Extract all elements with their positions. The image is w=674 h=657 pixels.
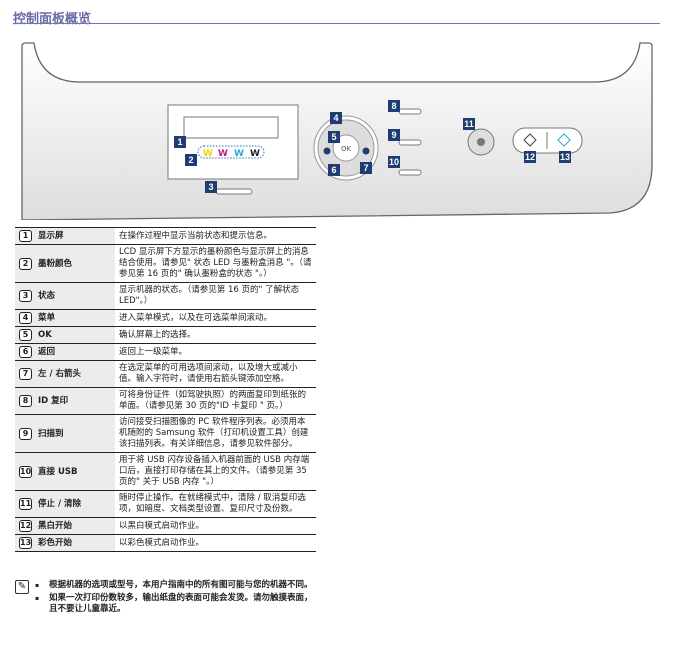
badge-4: 4 <box>330 112 342 124</box>
badge-11: 11 <box>463 118 475 130</box>
table-row: 7 左 / 右箭头 在选定菜单的可用选项间滚动，以及增大或减小值。输入字符时，请使用… <box>15 360 316 388</box>
table-row: 3 状态 显示机器的状态。（请参见第 16 页的" 了解状态 LED"。） <box>15 282 316 310</box>
row-number: 1 <box>19 230 32 242</box>
row-label-cell: 13 彩色开始 <box>15 534 115 552</box>
row-number: 6 <box>19 346 32 358</box>
row-label: ID 复印 <box>38 396 69 406</box>
note-item: 根据机器的选项或型号，本用户指南中的所有图可能与您的机器不同。 <box>35 580 315 591</box>
row-number: 3 <box>19 290 32 302</box>
row-description: 在选定菜单的可用选项间滚动，以及增大或减小值。输入字符时，请使用右箭头键添加空格… <box>115 360 316 388</box>
row-description: 随时停止操作。在就绪模式中，清除 / 取消复印选项，如暗度、文档类型设置、复印尺… <box>115 490 316 518</box>
badge-13: 13 <box>559 151 571 163</box>
badge-9: 9 <box>388 129 400 141</box>
row-description: 进入菜单模式，以及在可选菜单间滚动。 <box>115 309 316 327</box>
row-label-cell: 10 直接 USB <box>15 452 115 491</box>
row-description: 用于将 USB 闪存设备插入机器前面的 USB 内存端口后，直接打印存储在其上的… <box>115 452 316 491</box>
table-row: 12 黑白开始 以黑白模式启动作业。 <box>15 517 316 535</box>
row-label-cell: 12 黑白开始 <box>15 517 115 535</box>
control-panel-diagram: W W W W OK 1 2 3 4 5 6 7 8 9 10 11 12 13 <box>0 35 674 221</box>
row-label-cell: 5 OK <box>15 326 115 344</box>
title-rule <box>13 23 660 24</box>
table-row: 8 ID 复印 可将身份证件（如驾驶执照）的两面复印到纸张的单面。（请参见第 30 … <box>15 387 316 415</box>
row-label-cell: 8 ID 复印 <box>15 387 115 415</box>
page-title: 控制面板概览 <box>13 12 92 27</box>
badge-12: 12 <box>524 151 536 163</box>
row-label: 直接 USB <box>38 466 78 477</box>
row-label-cell: 11 停止 / 清除 <box>15 490 115 518</box>
note-item: 如果一次打印份数较多，输出纸盘的表面可能会发烫。请勿触摸表面，且不要让儿童靠近。 <box>35 593 315 615</box>
row-number: 5 <box>19 329 32 341</box>
row-label: 菜单 <box>38 313 56 323</box>
row-label: 墨粉颜色 <box>38 258 73 269</box>
row-label-cell: 6 返回 <box>15 343 115 361</box>
badge-5: 5 <box>328 131 340 143</box>
panel-outline: W W W W OK <box>21 42 653 221</box>
row-label: 黑白开始 <box>38 521 73 531</box>
row-label: 返回 <box>38 347 56 357</box>
row-description: 以彩色模式启动作业。 <box>115 534 316 552</box>
row-description: 确认屏幕上的选择。 <box>115 326 316 344</box>
table-row: 4 菜单 进入菜单模式，以及在可选菜单间滚动。 <box>15 309 316 327</box>
row-label-cell: 9 扫描到 <box>15 414 115 453</box>
table-row: 2 墨粉颜色 LCD 显示屏下方显示的墨粉颜色与显示屏上的消息结合使用。请参见" 状… <box>15 244 316 283</box>
row-number: 12 <box>19 520 32 532</box>
row-label: 彩色开始 <box>38 538 73 548</box>
row-description: 以黑白模式启动作业。 <box>115 517 316 535</box>
row-label-cell: 7 左 / 右箭头 <box>15 360 115 388</box>
row-label: 状态 <box>38 291 56 301</box>
table-row: 13 彩色开始 以彩色模式启动作业。 <box>15 534 316 552</box>
row-number: 13 <box>19 537 32 549</box>
table-row: 1 显示屏 在操作过程中显示当前状态和提示信息。 <box>15 227 316 245</box>
row-label-cell: 3 状态 <box>15 282 115 310</box>
row-label: 显示屏 <box>38 231 64 241</box>
row-description: LCD 显示屏下方显示的墨粉颜色与显示屏上的消息结合使用。请参见" 状态 LED… <box>115 244 316 283</box>
row-label: 停止 / 清除 <box>38 499 82 509</box>
table-row: 5 OK 确认屏幕上的选择。 <box>15 326 316 344</box>
table-row: 9 扫描到 访问接受扫描图像的 PC 软件程序列表。必须用本机随附的 Samsung… <box>15 414 316 453</box>
row-label: 左 / 右箭头 <box>38 369 82 379</box>
svg-text:OK: OK <box>341 145 352 153</box>
row-description: 在操作过程中显示当前状态和提示信息。 <box>115 227 316 245</box>
table-row: 11 停止 / 清除 随时停止操作。在就绪模式中，清除 / 取消复印选项，如暗度、文… <box>15 490 316 518</box>
row-label-cell: 2 墨粉颜色 <box>15 244 115 283</box>
svg-text:W: W <box>203 149 213 159</box>
row-number: 4 <box>19 312 32 324</box>
row-label: 扫描到 <box>38 428 64 439</box>
row-description: 返回上一级菜单。 <box>115 343 316 361</box>
badge-8: 8 <box>388 100 400 112</box>
control-panel-table: 1 显示屏 在操作过程中显示当前状态和提示信息。 2 墨粉颜色 LCD 显示屏下方显示的墨… <box>15 227 316 552</box>
row-number: 2 <box>19 257 32 270</box>
row-number: 7 <box>19 368 32 380</box>
svg-text:W: W <box>250 149 260 159</box>
svg-text:W: W <box>218 149 228 159</box>
row-description: 可将身份证件（如驾驶执照）的两面复印到纸张的单面。（请参见第 30 页的"ID … <box>115 387 316 415</box>
badge-1: 1 <box>174 136 186 148</box>
row-number: 10 <box>19 465 32 478</box>
table-row: 6 返回 返回上一级菜单。 <box>15 343 316 361</box>
table-row: 10 直接 USB 用于将 USB 闪存设备插入机器前面的 USB 内存端口后，直接… <box>15 452 316 491</box>
badge-10: 10 <box>388 156 400 168</box>
badge-2: 2 <box>185 154 197 166</box>
badge-3: 3 <box>205 181 217 193</box>
row-number: 9 <box>19 427 32 440</box>
row-label: OK <box>38 330 52 340</box>
row-description: 访问接受扫描图像的 PC 软件程序列表。必须用本机随附的 Samsung 软件（… <box>115 414 316 453</box>
note-pencil-icon: ✎ <box>15 580 29 594</box>
row-label-cell: 1 显示屏 <box>15 227 115 245</box>
row-number: 8 <box>19 395 32 407</box>
svg-text:W: W <box>234 149 244 159</box>
badge-7: 7 <box>360 162 372 174</box>
row-label-cell: 4 菜单 <box>15 309 115 327</box>
badge-6: 6 <box>328 164 340 176</box>
row-number: 11 <box>19 498 32 510</box>
notes: ✎ 根据机器的选项或型号，本用户指南中的所有图可能与您的机器不同。 如果一次打印… <box>15 580 315 617</box>
row-description: 显示机器的状态。（请参见第 16 页的" 了解状态 LED"。） <box>115 282 316 310</box>
